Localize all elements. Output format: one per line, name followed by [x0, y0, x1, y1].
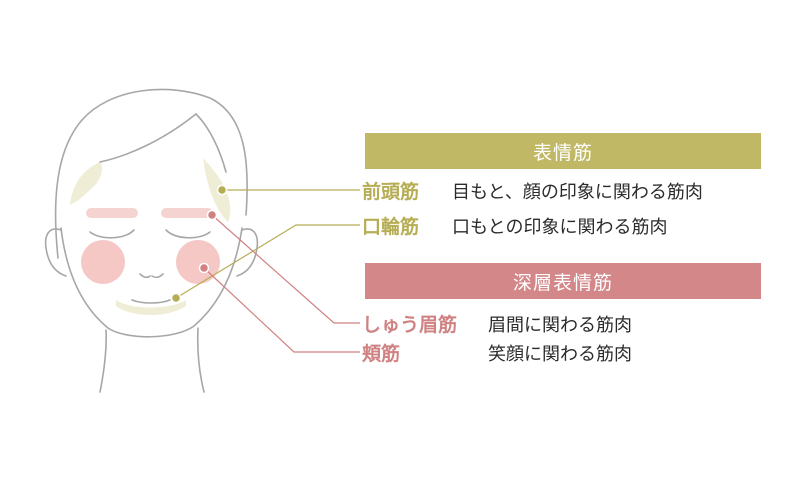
nose — [139, 273, 164, 279]
orbicularis-oris-region — [116, 300, 186, 315]
legend-row-orbicularis-oris: 口輪筋 — [362, 211, 419, 239]
surface-muscles-header: 表情筋 — [365, 133, 761, 169]
orbicularis-marker — [170, 292, 182, 304]
mouth — [131, 299, 171, 304]
right-ear — [236, 228, 259, 277]
surface-muscles-title: 表情筋 — [532, 141, 593, 164]
buccinator-description: 笑顔に関わる筋肉 — [488, 344, 632, 365]
left-eye — [89, 229, 135, 239]
frontalis-right-region — [203, 158, 231, 222]
buccinator-leader-line — [203, 267, 360, 353]
corrugator-marker — [206, 209, 218, 221]
corrugator-description: 眉間に関わる筋肉 — [488, 315, 632, 336]
hair-side — [195, 113, 227, 173]
buccinator-left-region — [81, 240, 125, 284]
frontalis-left-region — [70, 162, 103, 205]
head-outline — [54, 88, 248, 259]
left-ear — [44, 228, 67, 277]
neck-left — [99, 329, 107, 393]
orbicularis-oris-description: 口もとの印象に関わる筋肉 — [452, 217, 668, 238]
corrugator-right-region — [161, 208, 213, 218]
buccinator-marker — [198, 262, 210, 274]
frontalis-label: 前頭筋 — [362, 180, 420, 203]
orbicularis-oris-label: 口輪筋 — [362, 215, 420, 238]
right-eye — [165, 229, 211, 239]
buccinator-label: 頬筋 — [362, 342, 401, 365]
deep-muscles-title: 深層表情筋 — [512, 271, 613, 294]
legend-row-frontalis: 前頭筋 — [362, 176, 419, 204]
legend-row-buccinator: 頬筋 — [362, 338, 400, 366]
corrugator-leader-line — [211, 214, 360, 324]
neck-right — [196, 327, 205, 393]
frontalis-description: 目もと、顔の印象に関わる筋肉 — [452, 182, 703, 203]
hair-part — [99, 113, 197, 163]
orbicularis-leader-line — [175, 224, 360, 299]
corrugator-label: しゅう眉筋 — [362, 313, 458, 336]
legend-row-corrugator: しゅう眉筋 — [362, 309, 457, 337]
corrugator-left-region — [86, 208, 138, 218]
frontalis-marker — [216, 184, 228, 196]
jaw-outline — [60, 227, 243, 338]
deep-muscles-header: 深層表情筋 — [365, 263, 761, 299]
